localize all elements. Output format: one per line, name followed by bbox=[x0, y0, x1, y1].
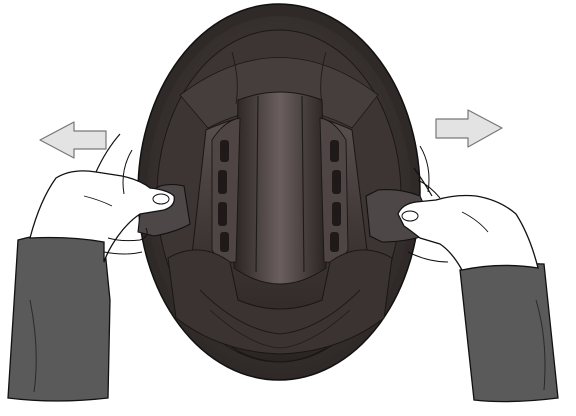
inner-padding bbox=[167, 91, 393, 363]
left-hand bbox=[7, 133, 175, 402]
arrow-left-icon bbox=[39, 121, 107, 159]
arrow-right-icon bbox=[435, 109, 503, 148]
right-hand bbox=[397, 167, 559, 403]
